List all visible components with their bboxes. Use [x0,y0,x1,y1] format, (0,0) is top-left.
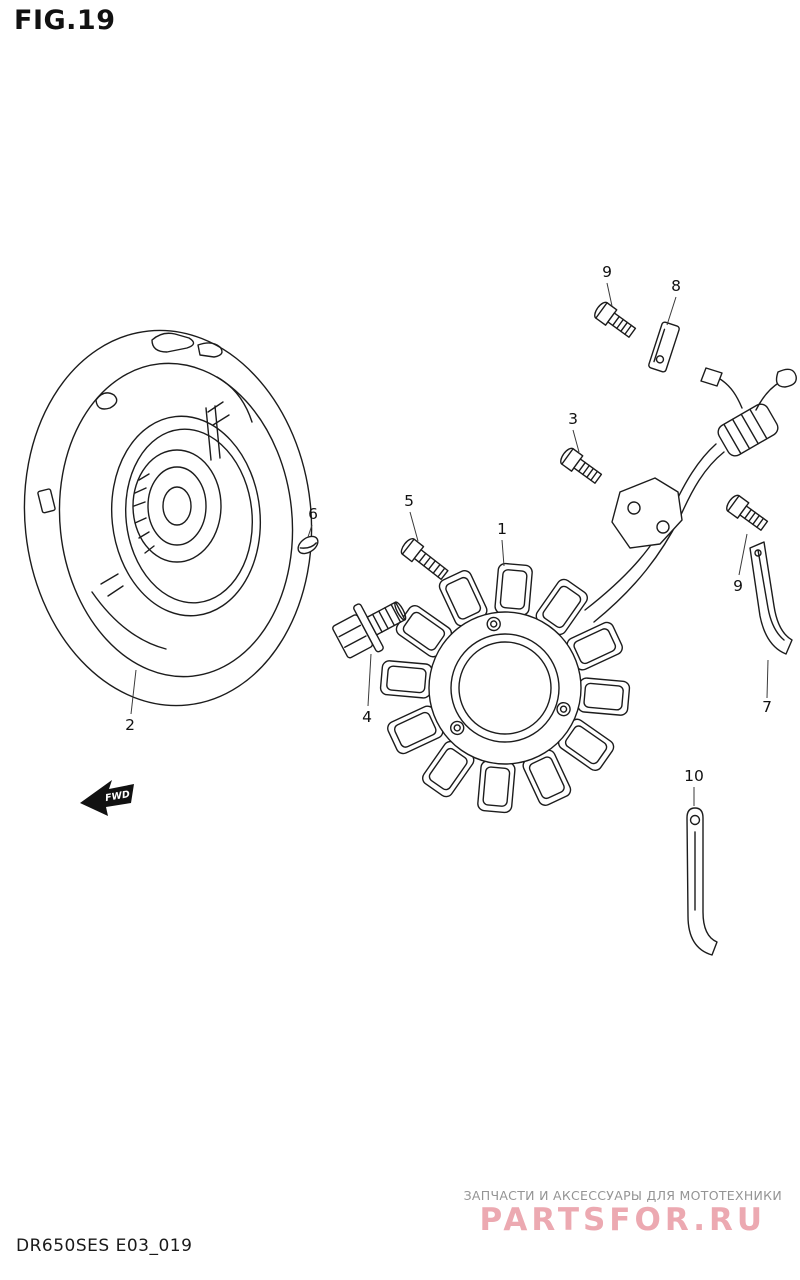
stator-wire-harness [584,367,797,623]
part-label-4: 4 [362,708,372,726]
plug-6 [297,535,319,555]
bolt-3 [560,447,603,484]
bolt-5 [400,538,449,581]
part-label-3: 3 [568,410,578,428]
part-label-1: 1 [497,520,507,538]
part-labels: 9 8 3 1 5 6 4 2 9 7 10 [125,263,772,785]
fwd-arrow-label: FWD [104,789,130,804]
clamp-plate-8 [648,321,680,373]
wire-connector-left [700,367,723,387]
pickup-coil-bracket [611,477,683,549]
leader-lines [130,282,769,806]
watermark: ЗАПЧАСТИ И АКСЕССУАРЫ ДЛЯ МОТОТЕХНИКИ PA… [464,1188,782,1236]
part-label-9-right: 9 [733,577,743,595]
stay-bracket-7 [749,541,793,655]
bolt-9-right [726,494,769,531]
flywheel-rotor [23,329,313,707]
watermark-brand: PARTSFOR.RU [479,1202,767,1238]
part-label-7: 7 [762,698,772,716]
wire-clamp-10 [686,807,718,956]
stator-assembly [379,562,631,814]
bolt-9-top [594,301,637,338]
fwd-arrow [80,780,134,816]
part-label-6: 6 [308,505,318,523]
wire-grommet [717,403,779,457]
watermark-tagline: ЗАПЧАСТИ И АКСЕССУАРЫ ДЛЯ МОТОТЕХНИКИ [463,1188,782,1203]
stator-mount-holes [450,616,571,736]
figure-title: FIG.19 [14,5,116,36]
rotor-bolt-4 [332,601,407,659]
part-label-2: 2 [125,716,135,734]
part-label-8: 8 [671,277,681,295]
part-label-9-top: 9 [602,263,612,281]
part-label-10: 10 [684,767,704,785]
part-label-5: 5 [404,492,414,510]
wire-connector-right [775,368,797,388]
hub-outline [132,449,222,563]
figure-code: DR650SES E03_019 [16,1236,193,1256]
keyway-slot [37,488,56,514]
